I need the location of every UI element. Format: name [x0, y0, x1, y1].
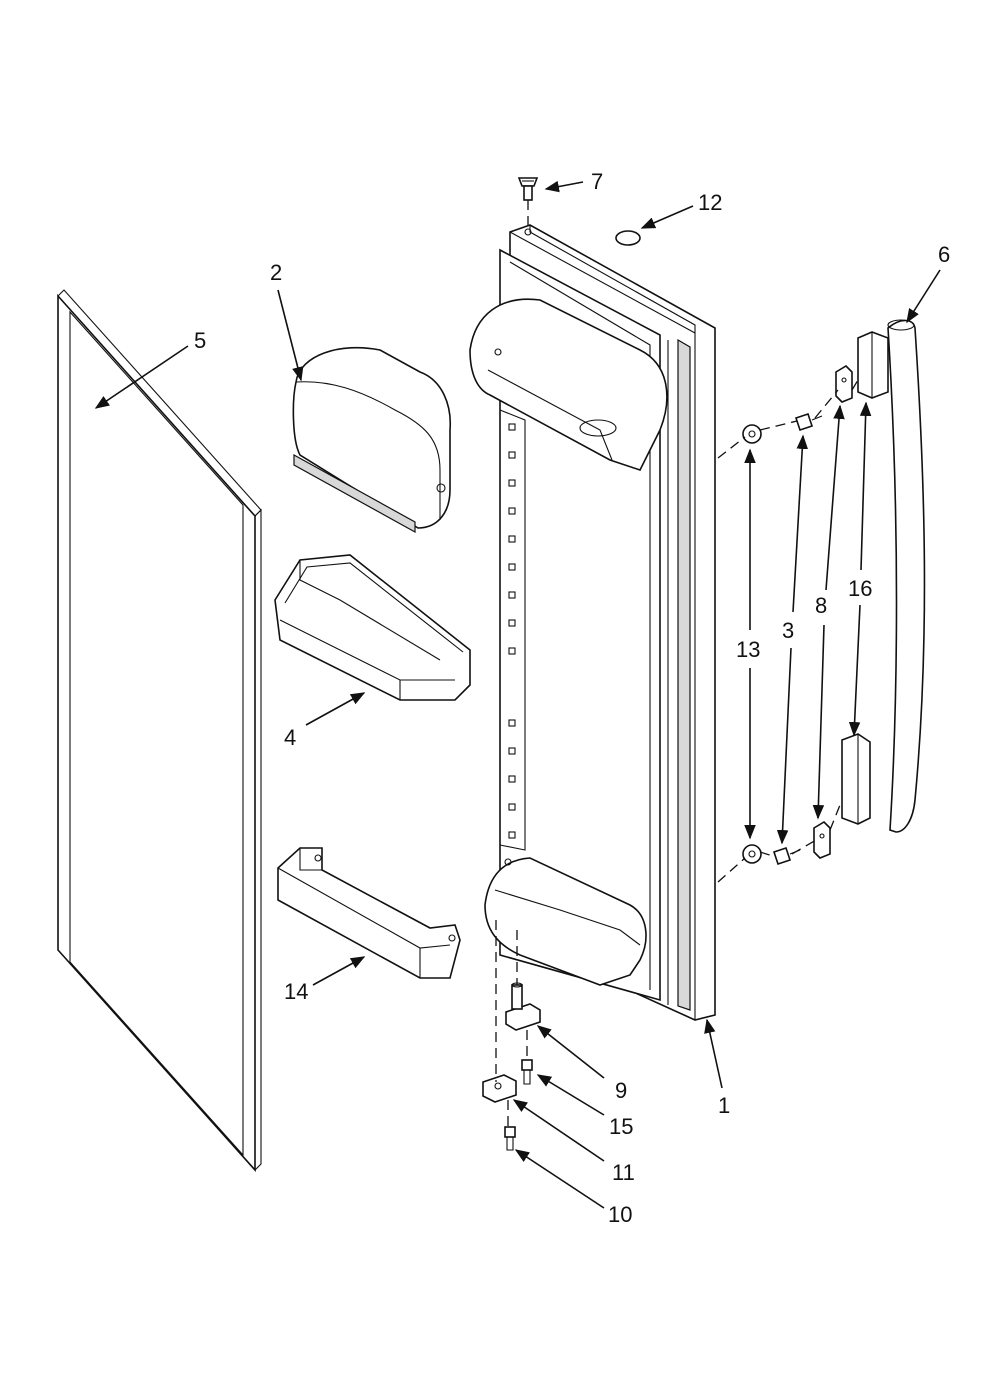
callout-12: 12 [698, 190, 722, 215]
handle-screw-top [794, 412, 823, 432]
callout-6: 6 [938, 242, 950, 267]
deli-drawer-cover [292, 346, 452, 534]
callout-8: 8 [815, 593, 827, 618]
hinge-bracket [482, 1074, 517, 1103]
pin-screw [521, 1059, 533, 1085]
handle-plug-bottom [742, 844, 762, 864]
plug-button [615, 230, 641, 246]
door-shelf [277, 847, 461, 979]
door-assembly [469, 224, 716, 1021]
callout-1: 1 [718, 1093, 730, 1118]
door-gasket [57, 289, 262, 1173]
door-bin [274, 554, 471, 701]
callout-11: 11 [612, 1160, 635, 1185]
callout-13: 13 [736, 637, 760, 662]
callout-3: 3 [782, 618, 794, 643]
assembly-lines [495, 200, 859, 1127]
handle-end-cap-bottom [841, 733, 871, 825]
callout-4: 4 [284, 725, 296, 750]
callout-labels: 1 2 3 4 5 6 7 8 9 10 11 12 13 14 15 16 [194, 169, 950, 1227]
leader-lines [94, 180, 941, 1209]
callout-15: 15 [609, 1114, 633, 1139]
callout-10: 10 [608, 1202, 632, 1227]
callout-9: 9 [615, 1078, 627, 1103]
hinge-screw [504, 1126, 516, 1151]
callout-2: 2 [270, 260, 282, 285]
bottom-hinge-pin [505, 982, 541, 1031]
shelf-rail [499, 409, 526, 851]
door-handle [887, 319, 926, 833]
handle-bracket-bottom [813, 820, 831, 859]
callout-14: 14 [284, 979, 308, 1004]
callout-7: 7 [591, 169, 603, 194]
handle-end-cap-top [857, 331, 889, 399]
callout-5: 5 [194, 328, 206, 353]
handle-plug-top [742, 424, 762, 444]
callout-16: 16 [848, 576, 872, 601]
handle-screw-bottom [772, 846, 801, 866]
top-hinge-pin [517, 177, 539, 236]
handle-bracket-top [835, 364, 853, 403]
